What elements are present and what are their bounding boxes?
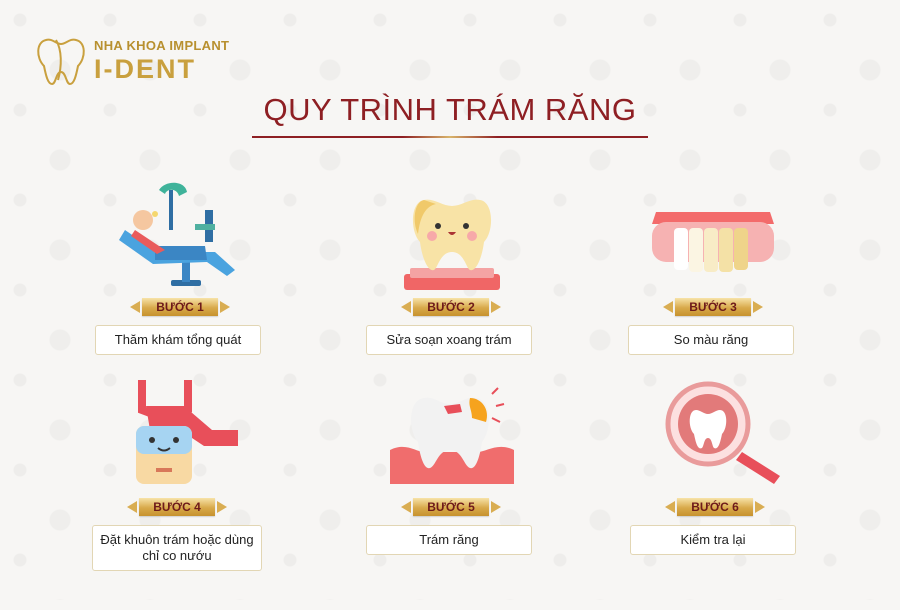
step-1: BƯỚC 1 Thăm khám tổng quát xyxy=(95,180,265,410)
dental-chair-icon xyxy=(119,182,235,286)
step-4-badge: BƯỚC 4 xyxy=(127,498,227,516)
page-title: QUY TRÌNH TRÁM RĂNG xyxy=(263,92,637,127)
step-4: BƯỚC 4 Đặt khuôn trám hoặc dùng chỉ co n… xyxy=(92,380,262,610)
step-6-label: Kiểm tra lại xyxy=(630,525,796,555)
step-6: BƯỚC 6 Kiểm tra lại xyxy=(630,380,800,610)
step-2: BƯỚC 2 Sửa soạn xoang trám xyxy=(366,180,536,410)
tooth-face-icon xyxy=(404,199,500,290)
brand-name-line2: I-DENT xyxy=(94,54,196,84)
step-5: BƯỚC 5 Trám răng xyxy=(366,380,536,610)
step-1-label: Thăm khám tổng quát xyxy=(95,325,261,355)
brand-logo: NHA KHOA IMPLANT I-DENT xyxy=(32,32,232,92)
step-5-badge: BƯỚC 5 xyxy=(401,498,501,516)
rubber-dam-icon xyxy=(136,380,238,484)
step-4-label: Đặt khuôn trám hoặc dùng chỉ co nướu xyxy=(92,525,262,571)
teeth-shade-icon xyxy=(652,212,774,272)
title-divider xyxy=(252,136,648,138)
tooth-logo-icon xyxy=(37,38,85,86)
magnifier-tooth-icon xyxy=(665,381,780,484)
step-2-label: Sửa soạn xoang trám xyxy=(366,325,532,355)
step-5-label: Trám răng xyxy=(366,525,532,555)
step-1-badge: BƯỚC 1 xyxy=(130,298,230,316)
step-3: BƯỚC 3 So màu răng xyxy=(628,180,798,410)
filled-tooth-icon xyxy=(390,387,514,484)
step-6-badge: BƯỚC 6 xyxy=(665,498,765,516)
brand-name-line1: NHA KHOA IMPLANT xyxy=(94,38,230,53)
step-3-label: So màu răng xyxy=(628,325,794,355)
step-3-badge: BƯỚC 3 xyxy=(663,298,763,316)
step-2-badge: BƯỚC 2 xyxy=(401,298,501,316)
